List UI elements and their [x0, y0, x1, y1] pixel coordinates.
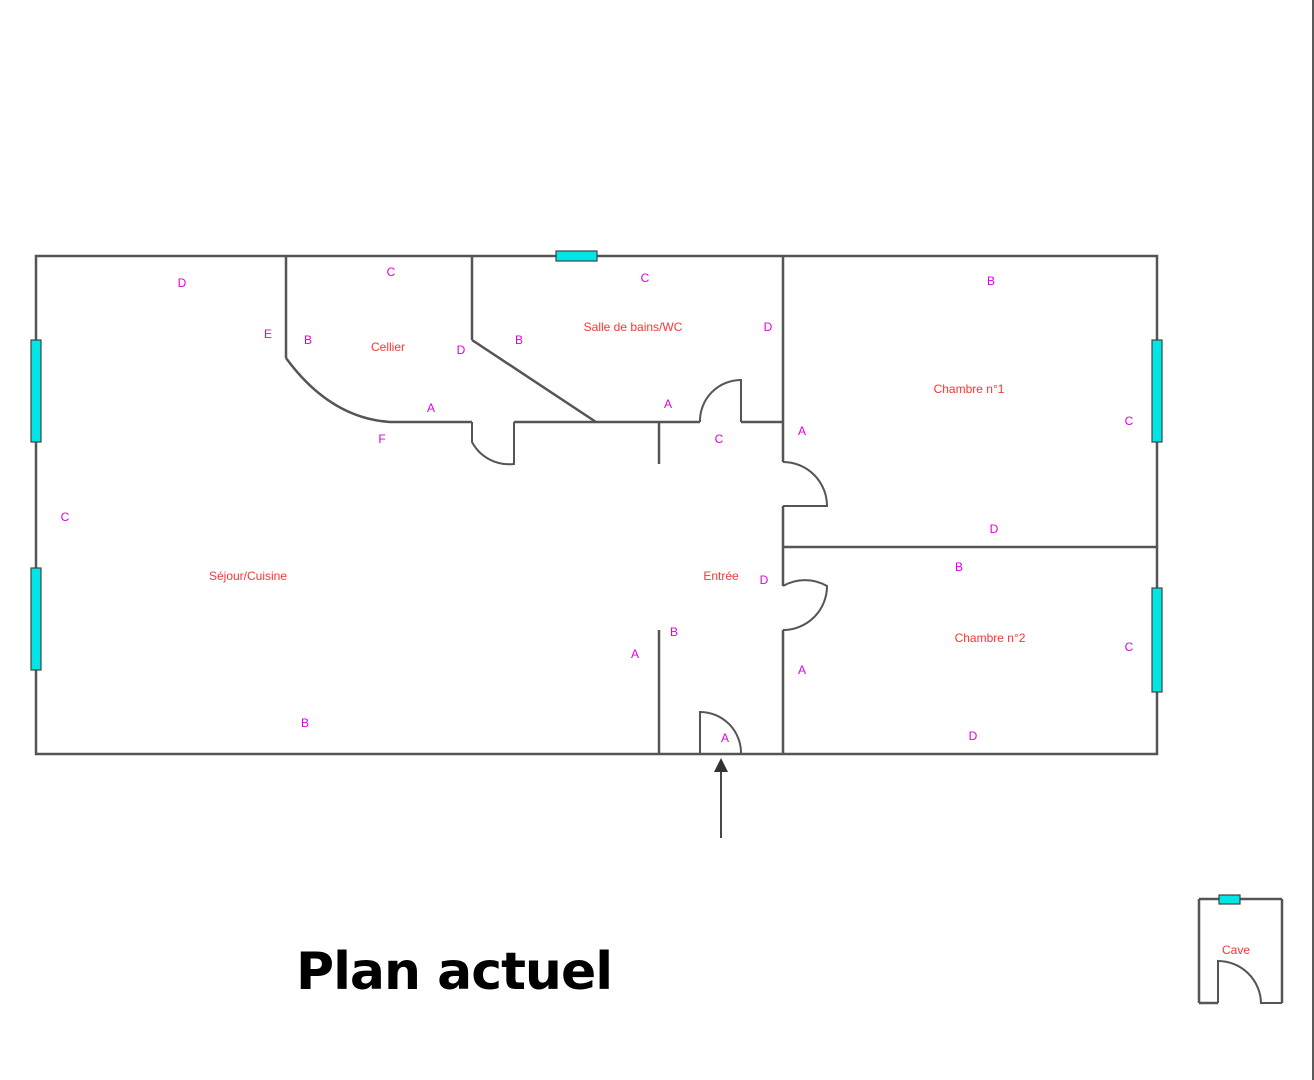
wall-sdb-diagonal	[471, 338, 597, 424]
wall-letter: C	[387, 265, 396, 279]
window-sdb	[555, 250, 598, 262]
wall-letter: B	[301, 716, 309, 730]
room-label-sejour: Séjour/Cuisine	[209, 569, 287, 583]
wall-letter: C	[715, 432, 724, 446]
room-label-cellier: Cellier	[371, 340, 405, 354]
door-cellier[interactable]	[471, 422, 515, 466]
wall-letter: B	[515, 333, 523, 347]
cave-plan: Cave	[1197, 894, 1284, 1005]
wall-letter: A	[721, 731, 729, 745]
wall-letter: D	[760, 573, 769, 587]
door-salle-de-bains[interactable]	[698, 378, 742, 423]
door-cave[interactable]	[1217, 959, 1282, 1004]
arrow-up-icon	[714, 758, 728, 838]
room-label-entree: Entrée	[703, 569, 739, 583]
page-edge-line	[1312, 0, 1314, 1080]
door-chambre2[interactable]	[782, 579, 829, 631]
room-label-chambre1: Chambre n°1	[934, 382, 1005, 396]
wall-cellier-curve	[284, 357, 391, 424]
wall-letter: C	[61, 510, 70, 524]
wall-letter: A	[631, 647, 639, 661]
window-sejour-bottom	[30, 567, 42, 671]
wall-letter: B	[955, 560, 963, 574]
wall-letter: A	[798, 663, 806, 677]
window-cave	[1218, 894, 1241, 905]
door-entrance[interactable]	[699, 710, 743, 755]
window-chambre1	[1151, 339, 1163, 443]
room-label-cave: Cave	[1222, 943, 1250, 957]
plan-title: Plan actuel	[296, 942, 613, 1002]
wall-letter: B	[987, 274, 995, 288]
window-chambre2	[1151, 587, 1163, 693]
room-label-sdb: Salle de bains/WC	[584, 320, 683, 334]
wall-letter: D	[178, 276, 187, 290]
wall-letter: C	[641, 271, 650, 285]
window-sejour-top	[30, 339, 42, 443]
wall-letter: B	[304, 333, 312, 347]
wall-letter: D	[764, 320, 773, 334]
room-label-chambre2: Chambre n°2	[955, 631, 1026, 645]
wall-letter: C	[1125, 414, 1134, 428]
wall-letter: D	[990, 522, 999, 536]
wall-letter: F	[378, 432, 385, 446]
wall-letter: C	[1125, 640, 1134, 654]
wall-letter: D	[457, 343, 466, 357]
wall-letter: D	[969, 729, 978, 743]
wall-letter: A	[427, 401, 435, 415]
wall-letter: E	[264, 327, 272, 341]
wall-letter: A	[664, 397, 672, 411]
wall-letter: B	[670, 625, 678, 639]
wall-letter: A	[798, 424, 806, 438]
door-chambre1[interactable]	[782, 461, 829, 507]
